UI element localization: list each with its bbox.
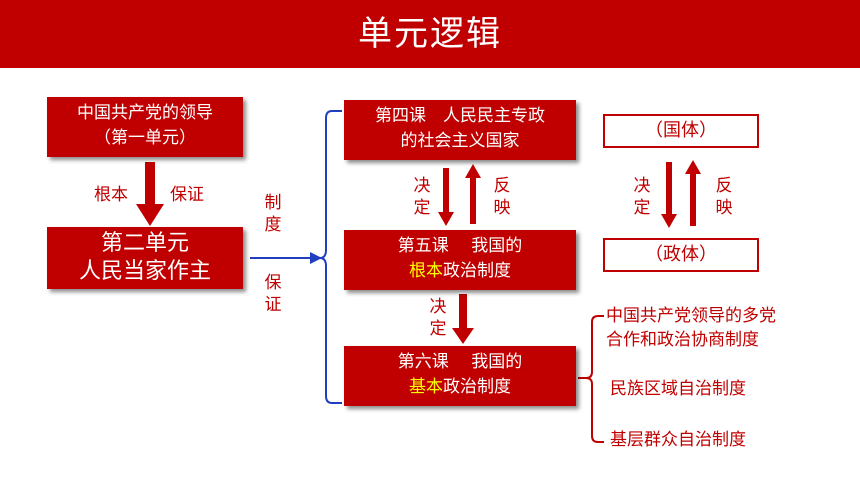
label-reflect-right: 反 映 (715, 176, 733, 218)
lesson5-highlight: 根本 (409, 261, 443, 281)
box-lesson5: 第五课 我国的 根本政治制度 (344, 230, 576, 290)
label-root: 根本 (94, 185, 128, 205)
unit2-line1: 第二单元 (100, 231, 189, 256)
box-unit2: 第二单元 人民当家作主 (47, 227, 243, 289)
label-system: 制 度 (264, 193, 282, 235)
box-guoti: （国体） (603, 114, 759, 148)
unit2-line2: 人民当家作主 (78, 259, 211, 284)
system-item-cpc-cooperation: 中国共产党领导的多党 合作和政治协商制度 (606, 306, 776, 350)
label-decide-45: 决 定 (413, 176, 431, 218)
box-lesson6: 第六课 我国的 基本政治制度 (344, 346, 576, 406)
arrow-decide-45 (438, 168, 454, 226)
label-decide-56: 决 定 (429, 297, 447, 339)
party-line1: 中国共产党的领导 (77, 103, 213, 123)
label-decide-right: 决 定 (633, 176, 651, 218)
party-line2: （第一单元） (94, 128, 196, 148)
box-zhengti: （政体） (603, 238, 759, 272)
lessons-brace (319, 110, 342, 404)
label-ensure: 保 证 (264, 273, 282, 315)
arrow-root-guarantee (136, 162, 164, 226)
box-lesson4: 第四课 人民民主专政 的社会主义国家 (344, 100, 576, 160)
system-item-regional-autonomy: 民族区域自治制度 (610, 379, 746, 399)
systems-brace (578, 315, 604, 443)
lesson6-highlight: 基本 (409, 377, 443, 397)
header-bar (0, 0, 860, 68)
label-reflect-45: 反 映 (493, 176, 511, 218)
arrow-decide-right (661, 162, 677, 228)
arrow-reflect-45 (465, 164, 481, 224)
box-party-leadership: 中国共产党的领导 （第一单元） (47, 97, 243, 157)
label-guarantee: 保证 (170, 185, 204, 205)
arrow-decide-56 (452, 294, 474, 344)
system-item-grassroots-autonomy: 基层群众自治制度 (610, 430, 746, 450)
page-title: 单元逻辑 (358, 14, 502, 54)
arrow-reflect-right (685, 160, 701, 226)
